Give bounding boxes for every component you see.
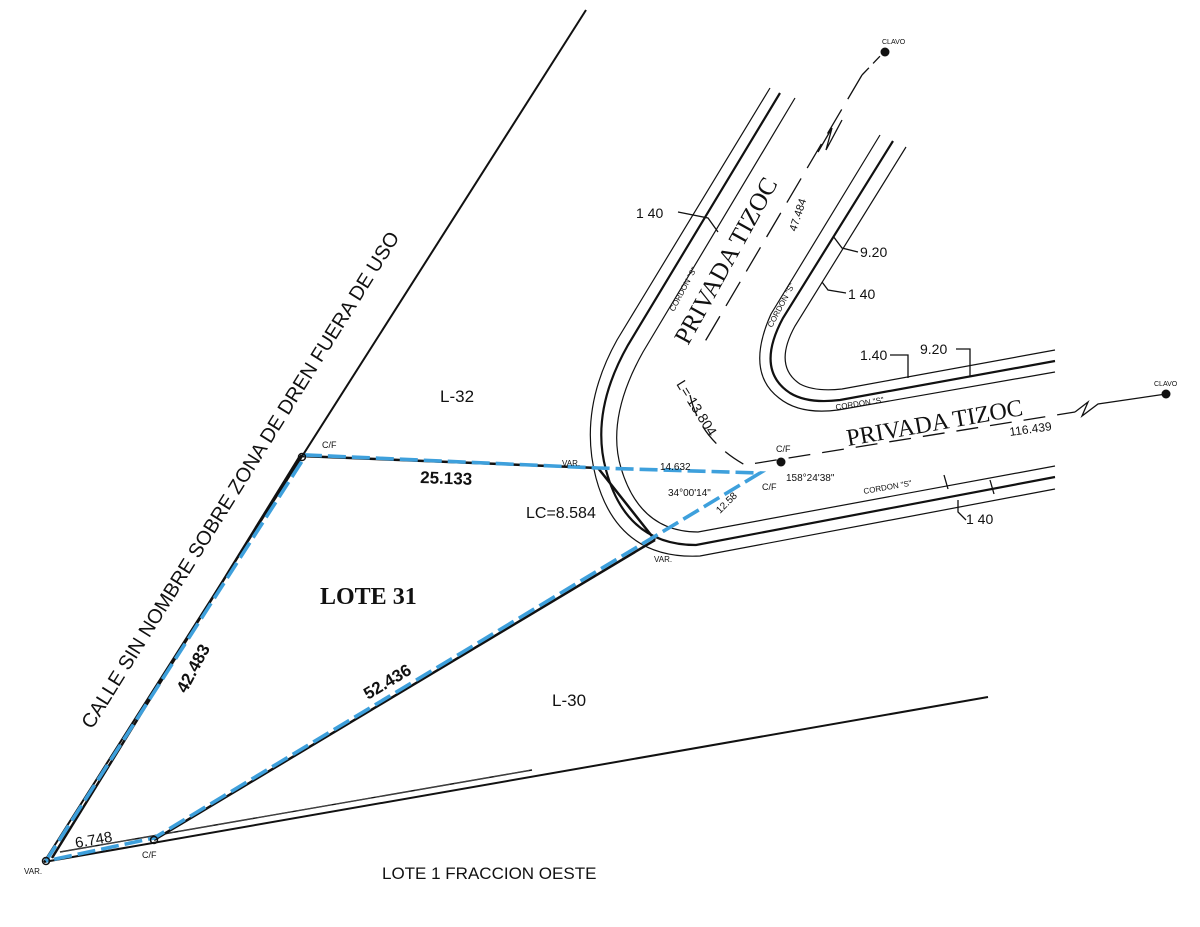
leader-sidewalk-b [821,281,847,294]
clavo-right-point [1161,389,1171,399]
calle-boundary-line [43,9,587,863]
dim-street-len-1: 47.484 [787,197,809,233]
dim-width-b: 9.20 [920,341,947,357]
dim-short-seg: 14.632 [660,462,691,473]
dim-chord: LC=8.584 [526,505,596,522]
var-north-label: VAR. [562,459,580,468]
clavo-right-label: CLAVO [1154,381,1178,388]
centerline-curve [689,394,1076,466]
south-boundary-line [43,696,989,863]
privada-inner-curb-1 [769,140,1056,403]
privada-inner-curb-3 [759,134,1056,412]
dim-sidewalk-a: 1 40 [636,205,663,221]
leader-width-a [832,235,859,253]
cf-curve-point [776,457,786,467]
cf-bottom-label: C/F [142,850,157,860]
clavo-top-label: CLAVO [882,39,906,46]
lot31-blue-outline [44,453,767,863]
break-marker-right [1074,393,1167,418]
leader-sidewalk-c [890,354,909,378]
var-curve-label: VAR. [654,555,672,564]
lot31-diagonal-boundary [153,538,656,842]
angle-a2: 158°24'38" [786,473,835,484]
dim-curve: L= 13.804 [673,377,720,439]
privada-inner-curb-2 [784,146,1056,391]
clavo-top-leader [861,51,885,76]
lot-south-label: L-30 [552,691,586,710]
cf-curve-bottom-label: C/F [762,482,777,492]
break-marker-top [817,119,843,153]
lot-main-label: LOTE 31 [320,584,417,610]
tick-1 [989,479,995,495]
calle-label: CALLE SIN NOMBRE SOBRE ZONA DE DREN FUER… [78,228,405,733]
privada-outer-curb-3 [589,87,1056,557]
dim-street-len-2: 116.439 [1008,419,1052,439]
cordon-label-3: CORDON "S" [835,395,885,412]
leader-width-b [956,348,971,377]
lot-north-label: L-32 [440,387,474,406]
dim-sidewalk-d: 1 40 [966,511,993,527]
tick-2 [943,474,949,490]
cf-bottom-corner [149,835,159,845]
var-bottom-label: VAR. [24,867,42,876]
lot-bottom-label: LOTE 1 FRACCION OESTE [382,864,596,883]
clavo-top-point [880,47,890,57]
dim-north-side: 25.133 [420,468,473,489]
var-bottom-corner [41,856,51,866]
angle-a1: 34°00'14" [668,488,711,499]
cf-top-label: C/F [322,440,337,450]
cf-north-corner [297,452,307,462]
dim-sidewalk-b: 1 40 [848,286,875,302]
south-boundary-inner-line [59,769,533,853]
centerline-vertical [699,74,863,351]
cf-curve-top-label: C/F [776,444,791,454]
dim-sidewalk-c: 1.40 [860,347,887,363]
dim-bottom-side: 6.748 [74,829,114,852]
dim-arc-len: 12.58 [714,490,740,516]
dim-width-a: 9.20 [860,244,887,260]
leader-sidewalk-a [677,211,719,233]
leader-sidewalk-d [957,500,967,521]
